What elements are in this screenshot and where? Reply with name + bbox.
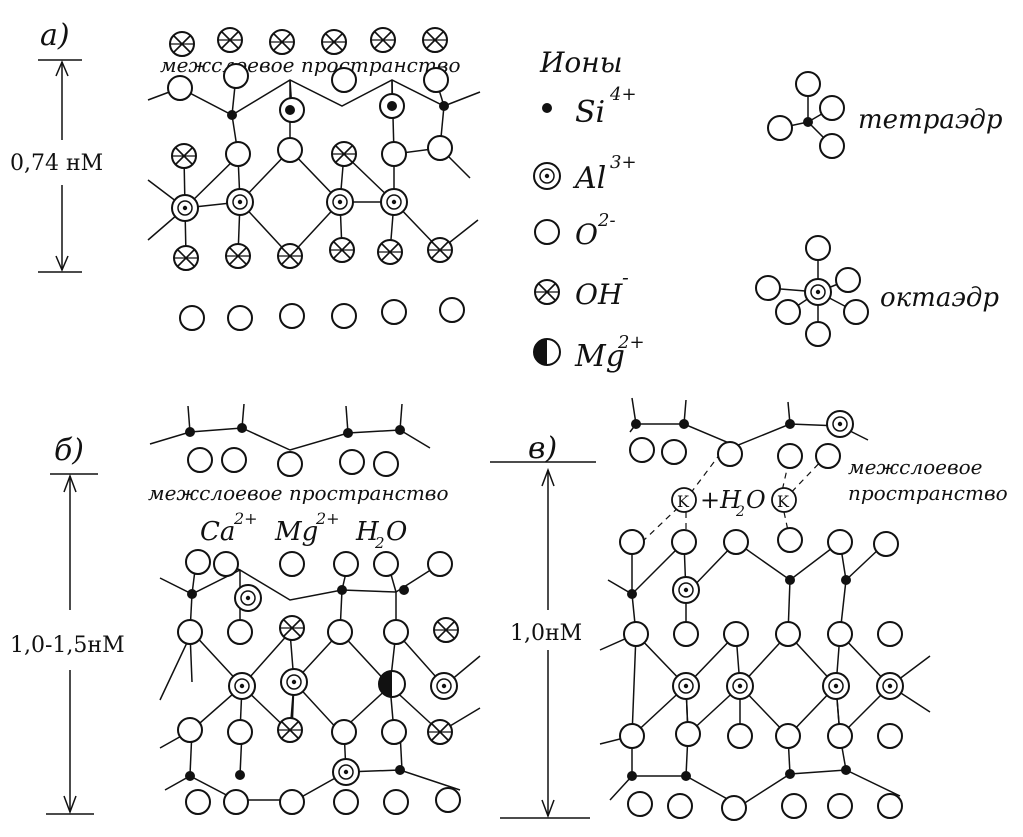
panel-c-letter: в) <box>528 431 557 466</box>
svg-text:2+: 2+ <box>315 509 340 528</box>
svg-text:2+: 2+ <box>617 332 645 353</box>
svg-text:Si: Si <box>575 95 605 130</box>
panel-a-oh-bottom <box>173 237 453 271</box>
panel-a-o-bottom <box>179 297 465 331</box>
svg-text:2-: 2- <box>597 210 616 231</box>
panel-b-thickness: 1,0-1,5нМ <box>10 633 125 658</box>
svg-text:Mg: Mg <box>574 339 625 374</box>
svg-text:OH: OH <box>575 278 623 311</box>
tetrahedron-label: тетраэдр <box>858 105 1003 135</box>
al-ion-icon <box>533 162 561 190</box>
svg-text:O: O <box>575 218 598 251</box>
panel-c-interlayer-line1: межслоевое <box>848 455 982 479</box>
svg-text:K: K <box>677 492 690 511</box>
tetrahedron-figure: тетраэдр <box>767 71 1003 159</box>
panel-c-water-label: +H <box>700 486 742 514</box>
panel-a-letter: а) <box>40 18 70 53</box>
oh-ion-icon <box>534 279 560 305</box>
panel-b-letter: б) <box>54 433 84 468</box>
legend-title: Ионы <box>539 46 623 79</box>
svg-text:Al: Al <box>572 161 606 196</box>
panel-a-bonds <box>147 75 481 258</box>
panel-b-interlayer-label: межслоевое пространство <box>148 481 448 505</box>
legend-item-al: Al 3+ <box>533 152 637 196</box>
k-ion-right: K <box>771 487 797 513</box>
legend-item-oh: OH - <box>534 265 629 311</box>
mg-ion-icon <box>378 670 406 698</box>
panel-a-interlayer-label: межслоевое пространство <box>160 53 460 77</box>
legend-item-o: O 2- <box>534 210 616 251</box>
panel-a-thickness: 0,74 нМ <box>10 151 103 176</box>
legend-item-si: Si 4+ <box>542 84 637 130</box>
panel-c-thickness: 1,0нМ <box>510 621 582 646</box>
svg-text:K: K <box>777 492 790 511</box>
o-ion-icon <box>534 219 560 245</box>
svg-text:-: - <box>622 265 629 289</box>
panel-c-interlayer-line2: пространство <box>848 481 1008 505</box>
mg-ion-icon <box>533 338 561 366</box>
panel-b-mg-label: Mg <box>274 517 318 547</box>
svg-text:4+: 4+ <box>609 84 637 105</box>
svg-text:O: O <box>746 486 766 514</box>
svg-text:2: 2 <box>374 534 385 552</box>
panel-b-water-label: H <box>355 517 380 547</box>
octahedron-label: октаэдр <box>880 283 999 313</box>
si-ion-icon <box>542 103 552 113</box>
legend: Ионы Si 4+ Al 3+ O 2- OH - Mg 2+ <box>533 46 645 374</box>
legend-item-mg: Mg 2+ <box>533 332 645 374</box>
svg-text:2+: 2+ <box>233 509 258 528</box>
octahedron-figure: октаэдр <box>755 235 999 347</box>
svg-text:O: O <box>386 517 407 547</box>
oh-row-top <box>169 27 448 57</box>
svg-text:3+: 3+ <box>610 152 637 173</box>
svg-text:2: 2 <box>735 504 745 520</box>
panel-b: б) 1,0-1,5нМ межслоевое пространство Ca … <box>10 403 481 815</box>
k-ion-left: K <box>671 487 697 513</box>
panel-c: в) 1,0нМ межслоевое пространство <box>490 397 1008 821</box>
panel-a: а) 0,74 нМ межслоевое пространство <box>10 18 481 331</box>
panel-b-ca-label: Ca <box>200 517 235 547</box>
